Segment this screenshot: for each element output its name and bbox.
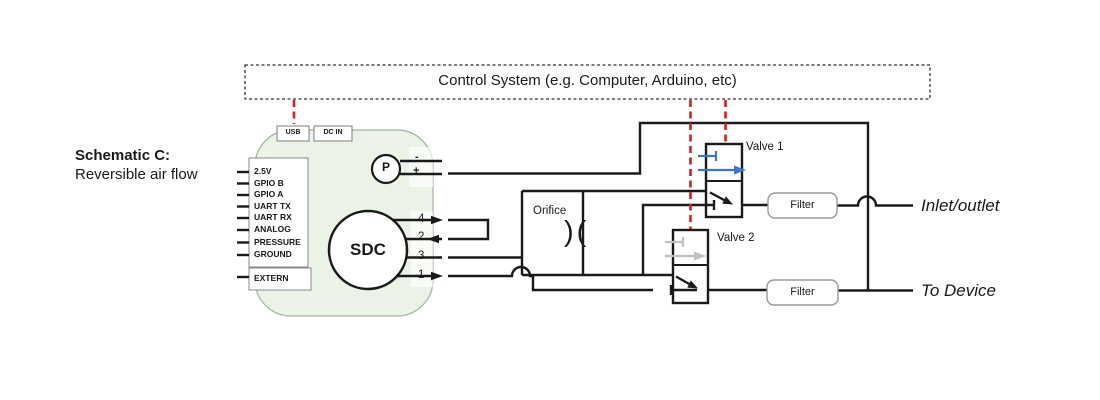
valve1-label: Valve 1 bbox=[746, 141, 784, 153]
wire-pin1-run bbox=[448, 265, 653, 292]
sdc-port-4: 4 bbox=[418, 212, 425, 225]
to-device-label: To Device bbox=[921, 281, 996, 300]
schematic-subtitle: Reversible air flow bbox=[75, 166, 198, 183]
board-left-pin-stubs bbox=[237, 170, 249, 279]
arrowheads bbox=[427, 196, 733, 289]
filter1-label: Filter bbox=[790, 199, 815, 211]
sensor-plus-label: + bbox=[413, 165, 420, 177]
control-system-box bbox=[244, 64, 931, 100]
sensor-minus-label: - bbox=[415, 151, 419, 163]
pin-label-analog: ANALOG bbox=[254, 224, 291, 234]
schematic-title: Schematic C: bbox=[75, 147, 171, 164]
inlet-outlet-label: Inlet/outlet bbox=[921, 196, 1000, 215]
pin2-arrowhead bbox=[427, 234, 439, 244]
wire-filter1-to-inlet bbox=[837, 195, 913, 207]
control-system-label: Control System (e.g. Computer, Arduino, … bbox=[438, 72, 737, 89]
usb-connector-box bbox=[276, 125, 310, 142]
valve1-symbols-blue bbox=[698, 151, 736, 172]
control-signal-lines bbox=[292, 100, 727, 229]
pin1-arrowhead bbox=[431, 271, 443, 281]
valve1-blue-arrowhead bbox=[734, 165, 746, 175]
sdc-port-highlight bbox=[411, 211, 433, 287]
pressure-sensor-circle bbox=[370, 153, 402, 185]
sdc-port-1: 1 bbox=[418, 268, 425, 281]
pin-label-gpiob: GPIO B bbox=[254, 177, 284, 188]
sdc-label: SDC bbox=[350, 240, 386, 259]
filter1-box bbox=[767, 192, 838, 219]
orifice-restriction-symbol: )( bbox=[564, 216, 590, 248]
wire-sensor-plus-run bbox=[448, 121, 870, 290]
pin4-arrowhead bbox=[431, 215, 443, 225]
filter2-label: Filter bbox=[790, 286, 815, 298]
filter2-box bbox=[766, 279, 839, 306]
valve2-box bbox=[671, 228, 710, 305]
wire-loopback bbox=[448, 218, 490, 241]
sdc-port-3: 3 bbox=[418, 250, 425, 262]
dcin-connector-box bbox=[313, 125, 353, 142]
pin-label-2v5: 2.5V bbox=[254, 166, 272, 176]
valve2-diagonal bbox=[675, 275, 692, 287]
valve1-diagonal bbox=[709, 191, 727, 203]
pin-label-uartrx: UART RX bbox=[254, 212, 292, 222]
wires bbox=[393, 121, 913, 295]
sdc-circle bbox=[327, 209, 409, 291]
pin-label-box bbox=[248, 157, 309, 268]
valve2-diagonal-arrowhead bbox=[687, 280, 698, 289]
valve1-diagonal-arrowhead bbox=[722, 196, 733, 205]
usb-label: USB bbox=[285, 129, 301, 136]
dcin-label: DC IN bbox=[323, 129, 343, 136]
pin-label-ground: GROUND bbox=[254, 249, 292, 259]
pin-label-pressure: PRESSURE bbox=[254, 236, 301, 247]
extern-label-box bbox=[248, 267, 312, 291]
sensor-port-highlight bbox=[409, 147, 433, 187]
valve2-label: Valve 2 bbox=[717, 232, 755, 244]
pressure-sensor-label: P bbox=[381, 160, 390, 174]
extern-label: EXTERN bbox=[254, 272, 289, 283]
orifice-label: Orifice bbox=[533, 205, 567, 217]
valve2-gray-arrowhead bbox=[694, 251, 706, 261]
valve2-symbols-gray bbox=[665, 237, 696, 258]
sdc-port-2: 2 bbox=[418, 231, 425, 243]
pin-label-gpioa: GPIO A bbox=[254, 189, 284, 199]
pin-label-uarttx: UART TX bbox=[254, 200, 291, 211]
